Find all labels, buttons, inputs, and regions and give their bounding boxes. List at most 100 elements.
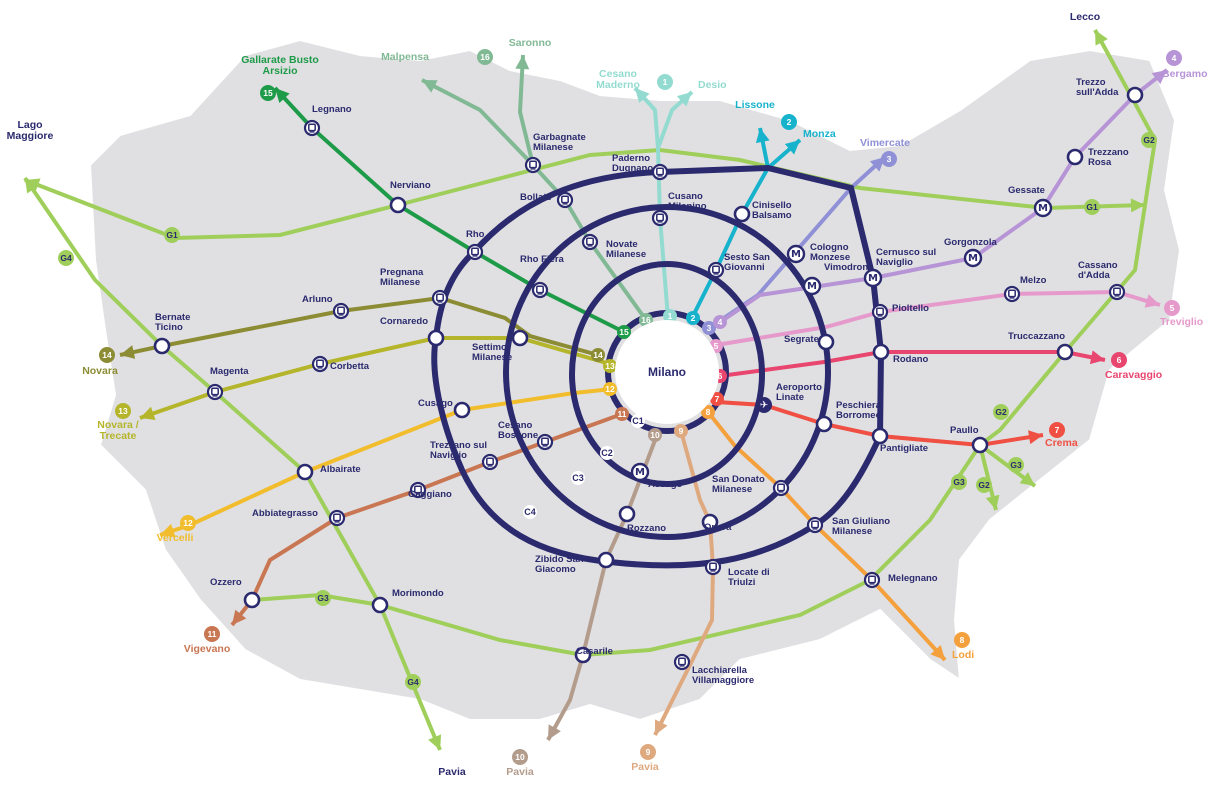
route-16-branch — [517, 54, 535, 166]
terminal-badge — [1049, 422, 1065, 438]
station[interactable]: Rho Fiera — [520, 254, 565, 299]
line-badge-number: 14 — [593, 350, 603, 360]
metro-icon — [630, 462, 650, 482]
train-icon — [303, 119, 321, 137]
station[interactable]: Opera — [701, 513, 732, 533]
station[interactable]: Melzo — [1003, 275, 1047, 303]
station[interactable]: Morimondo — [371, 588, 444, 614]
station[interactable]: Rozzano — [618, 505, 666, 534]
ring-c3 — [503, 204, 831, 540]
station[interactable]: Melegnano — [863, 571, 938, 589]
g-line-label-g3: G3 — [1010, 460, 1022, 470]
route-4 — [717, 68, 1169, 325]
terminal-label: Novara /Trecate — [97, 419, 139, 442]
station-label: Rozzano — [627, 523, 666, 534]
arrowhead-8 — [1151, 70, 1167, 85]
station[interactable]: Truccazzano — [1008, 331, 1074, 361]
terminal-badge — [477, 49, 493, 65]
station-label: Albairate — [320, 464, 361, 475]
station[interactable]: Pioltello — [871, 303, 929, 321]
arrowhead-12 — [930, 644, 945, 660]
station[interactable]: Paullo — [950, 425, 989, 454]
station-label: Truccazzano — [1008, 331, 1065, 342]
station[interactable]: Segrate — [784, 333, 835, 351]
center-label: Milano — [648, 365, 686, 379]
terminal-label: Treviglio — [1160, 316, 1203, 328]
station[interactable]: Nerviano — [389, 180, 431, 214]
station-label: Segrate — [784, 334, 819, 345]
station[interactable]: Casarile — [574, 646, 613, 664]
station[interactable]: Arluno — [302, 294, 350, 320]
station[interactable]: Pantigliate — [871, 427, 928, 454]
train-icon — [431, 289, 449, 307]
station[interactable]: Abbiategrasso — [252, 508, 346, 527]
station[interactable]: Cornaredo — [380, 316, 445, 347]
g-line-label-g2: G2 — [1143, 135, 1155, 145]
arrowhead-25 — [25, 178, 41, 192]
airport-icon-glyph: ✈ — [760, 400, 768, 411]
station-label: Nerviano — [390, 180, 431, 191]
arrowhead-21 — [1130, 198, 1145, 213]
station[interactable]: Bollate — [520, 191, 574, 209]
station-label: Pioltello — [892, 303, 929, 314]
station-stop-icon — [597, 551, 615, 569]
station[interactable]: Corbetta — [311, 355, 370, 373]
arrowhead-2 — [515, 55, 530, 70]
station[interactable]: Rho — [466, 229, 485, 261]
station-label: Rodano — [893, 354, 929, 365]
metro-icon — [1033, 198, 1053, 218]
station[interactable]: Albairate — [296, 463, 361, 481]
station[interactable]: Cusago — [418, 398, 471, 419]
terminal-badge-number: 5 — [1170, 303, 1175, 313]
terminal-badge-number: 12 — [183, 518, 193, 528]
station[interactable]: Legnano — [303, 104, 352, 137]
station[interactable]: Ozzero — [210, 577, 261, 609]
ring-label-c2: C2 — [601, 448, 613, 458]
station-label: Arluno — [302, 294, 333, 305]
station-stop-icon — [574, 646, 592, 664]
station[interactable]: Gaggiano — [408, 481, 452, 500]
station[interactable]: Magenta — [206, 366, 249, 401]
metro-icon-glyph: M — [868, 273, 878, 284]
station[interactable]: Rodano — [872, 343, 929, 365]
train-icon — [673, 653, 691, 671]
station-stop-icon — [511, 329, 529, 347]
